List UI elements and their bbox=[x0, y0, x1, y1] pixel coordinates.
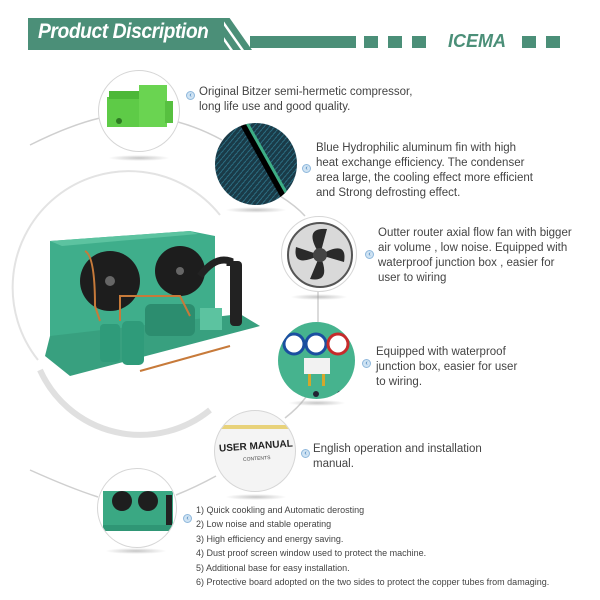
feature-summary-list: 1) Quick cookling and Automatic derostin… bbox=[196, 503, 549, 589]
manual-subtitle: CONTENTS bbox=[242, 455, 271, 463]
user-manual-image: USER MANUAL CONTENTS bbox=[214, 410, 296, 492]
feature-text-gauge: Equipped with waterproof junction box, e… bbox=[376, 346, 518, 388]
manual-edge bbox=[215, 425, 295, 429]
brand-logo: ICEMA bbox=[448, 31, 506, 51]
arrow-bullet-icon: ‹ bbox=[186, 91, 195, 100]
header-square bbox=[546, 36, 560, 48]
shadow bbox=[105, 548, 167, 554]
feature-text-manual: English operation and installation manua… bbox=[313, 443, 482, 470]
axial-fan-image bbox=[281, 216, 357, 292]
header-square bbox=[412, 36, 426, 48]
manual-title: USER MANUAL bbox=[218, 438, 294, 455]
arrow-bullet-icon: ‹ bbox=[301, 449, 310, 458]
aluminum-fin-image bbox=[215, 123, 297, 205]
list-item: 5) Additional base for easy installation… bbox=[196, 562, 350, 573]
shadow bbox=[108, 155, 170, 161]
list-item: 2) Low noise and stable operating bbox=[196, 519, 332, 530]
header-square bbox=[388, 36, 402, 48]
page-title: Product Discription bbox=[38, 20, 209, 43]
list-item: 3) High efficiency and energy saving. bbox=[196, 533, 344, 544]
feature-text-fan: Outter router axial flow fan with bigger… bbox=[378, 227, 572, 284]
compressor-image bbox=[98, 70, 180, 152]
arrow-bullet-icon: ‹ bbox=[183, 514, 192, 523]
list-item: 6) Protective board adopted on the two s… bbox=[196, 577, 550, 588]
condensing-unit-small-image bbox=[97, 468, 177, 548]
condensing-unit-image bbox=[40, 226, 270, 398]
header-line bbox=[250, 36, 356, 48]
feature-text-fin: Blue Hydrophilic aluminum fin with high … bbox=[316, 142, 533, 199]
header-square bbox=[364, 36, 378, 48]
arrow-bullet-icon: ‹ bbox=[362, 359, 371, 368]
shadow bbox=[290, 294, 348, 300]
list-item: 1) Quick cookling and Automatic derostin… bbox=[196, 505, 365, 515]
feature-text-compressor: Original Bitzer semi-hermetic compressor… bbox=[199, 86, 413, 113]
shadow bbox=[225, 207, 287, 213]
header-square bbox=[522, 36, 536, 48]
header-bar bbox=[28, 18, 224, 50]
arrow-bullet-icon: ‹ bbox=[302, 164, 311, 173]
pressure-gauge-image bbox=[278, 322, 355, 399]
shadow bbox=[288, 400, 346, 406]
shadow bbox=[225, 494, 287, 500]
list-item: 4) Dust proof screen window used to prot… bbox=[196, 548, 427, 559]
arrow-bullet-icon: ‹ bbox=[365, 250, 374, 259]
